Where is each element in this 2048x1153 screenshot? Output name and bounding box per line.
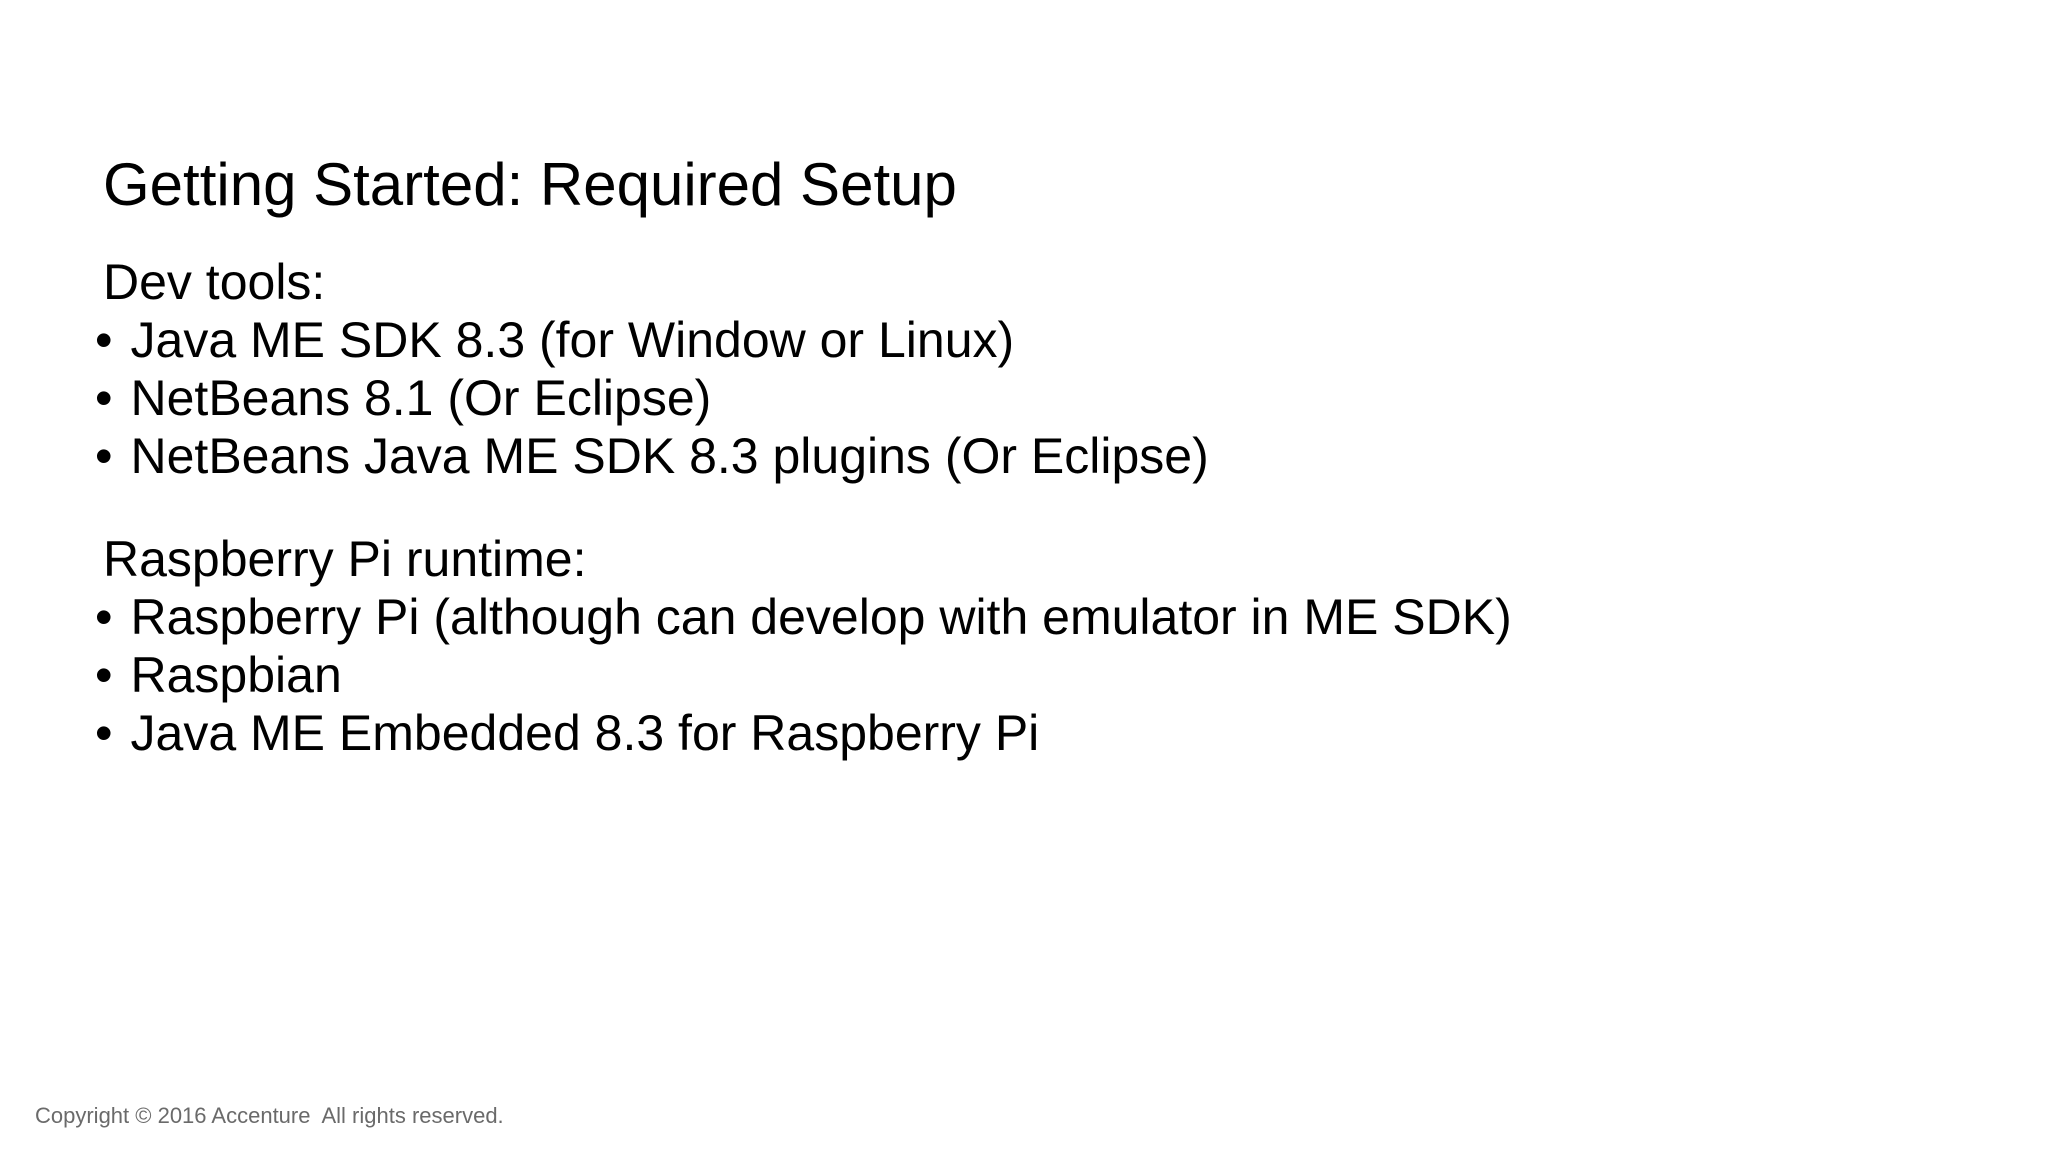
slide-title: Getting Started: Required Setup (103, 151, 957, 219)
bullet-icon: • (95, 312, 113, 368)
list-item: • NetBeans 8.1 (Or Eclipse) (95, 369, 1512, 427)
bullet-text: NetBeans 8.1 (Or Eclipse) (130, 370, 712, 426)
raspberry-pi-heading: Raspberry Pi runtime: (103, 531, 587, 587)
raspberry-pi-group: Raspberry Pi runtime: • Raspberry Pi (alt… (95, 530, 1512, 762)
bullet-icon: • (95, 647, 113, 703)
bullet-icon: • (95, 428, 113, 484)
copyright-notice: Copyright © 2016 Accenture All rights re… (35, 1103, 504, 1128)
list-item: • NetBeans Java ME SDK 8.3 plugins (Or Ec… (95, 427, 1512, 485)
list-item: • Java ME Embedded 8.3 for Raspberry Pi (95, 704, 1512, 762)
list-item: • Raspberry Pi (although can develop with… (95, 588, 1512, 646)
bullet-icon: • (95, 589, 113, 645)
bullet-text: Raspbian (130, 647, 342, 703)
bullet-text: Raspberry Pi (although can develop with … (130, 589, 1512, 645)
dev-tools-heading: Dev tools: (103, 254, 326, 310)
bullet-text: Java ME Embedded 8.3 for Raspberry Pi (130, 705, 1040, 761)
list-item: • Java ME SDK 8.3 (for Window or Linux) (95, 311, 1512, 369)
bullet-text: NetBeans Java ME SDK 8.3 plugins (Or Ecl… (130, 428, 1209, 484)
slide-body: Dev tools: • Java ME SDK 8.3 (for Window … (95, 253, 1512, 762)
bullet-text: Java ME SDK 8.3 (for Window or Linux) (130, 312, 1015, 368)
bullet-icon: • (95, 370, 113, 426)
dev-tools-group: Dev tools: • Java ME SDK 8.3 (for Window … (95, 253, 1512, 485)
bullet-icon: • (95, 705, 113, 761)
list-item: • Raspbian (95, 646, 1512, 704)
